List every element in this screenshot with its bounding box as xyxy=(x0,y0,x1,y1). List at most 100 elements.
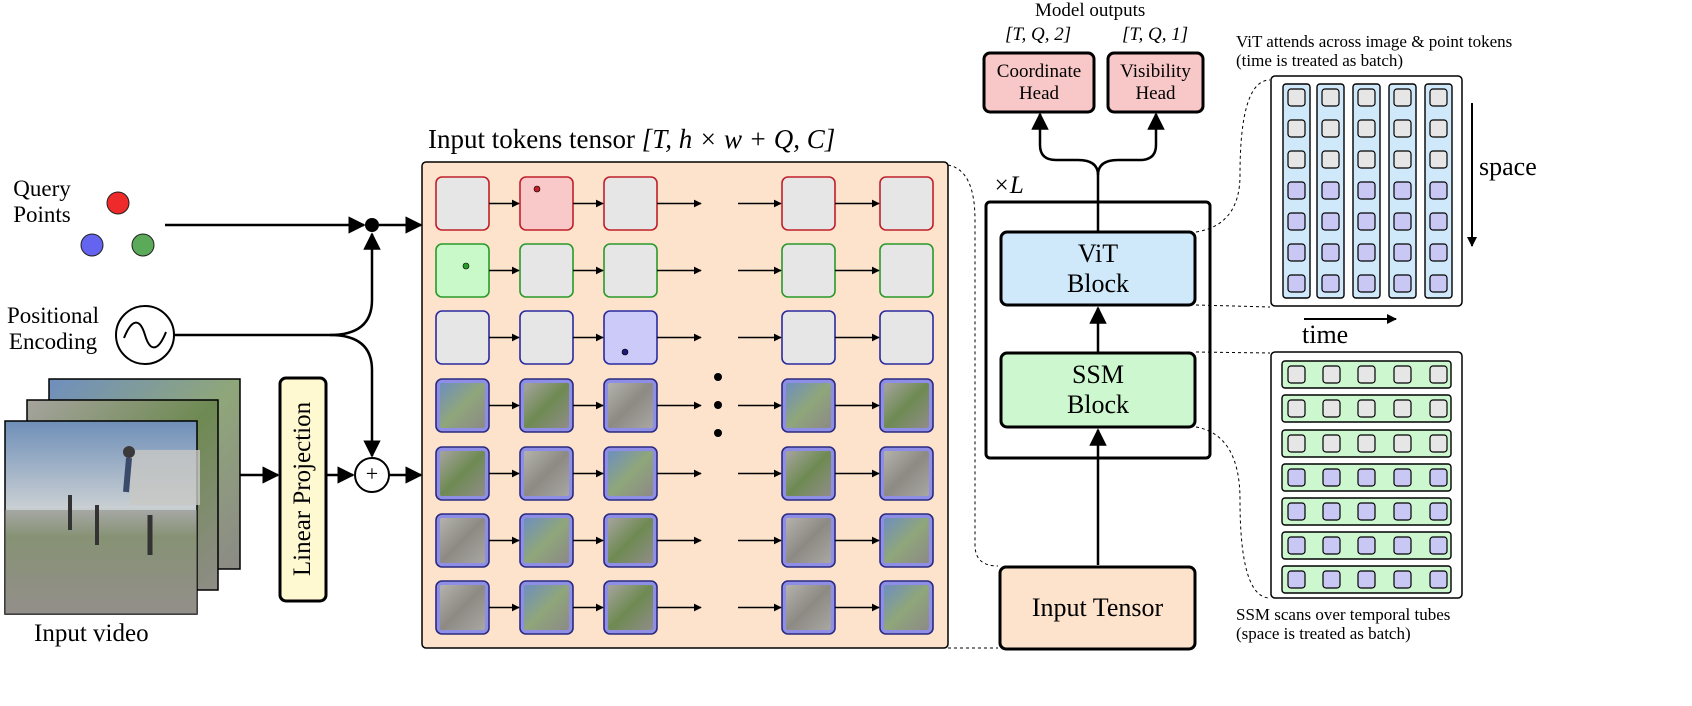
stack-connectors xyxy=(1031,112,1165,565)
vit-token xyxy=(1287,119,1306,138)
ssm-token xyxy=(1357,536,1376,555)
image-patch xyxy=(440,383,485,428)
tokens-tensor-title-text: Input tokens tensor xyxy=(428,124,635,154)
point-token xyxy=(781,310,836,365)
ssm-token xyxy=(1393,468,1412,487)
sum-node-symbol: + xyxy=(365,461,379,486)
ssm-token-rows xyxy=(1281,360,1452,594)
point-token xyxy=(879,310,934,365)
vit-token xyxy=(1429,119,1448,138)
ssm-token xyxy=(1393,434,1412,453)
point-token xyxy=(781,176,836,231)
vit-token xyxy=(1287,181,1306,200)
ssm-token xyxy=(1322,434,1341,453)
positional-encoding-icon xyxy=(115,305,175,365)
input-video-frames xyxy=(4,378,241,615)
visibility-shape-label: [T, Q, 1] xyxy=(1122,24,1189,45)
query-point-green xyxy=(131,233,155,257)
vit-token xyxy=(1287,212,1306,231)
vit-token xyxy=(1393,150,1412,169)
vit-token xyxy=(1287,243,1306,262)
vit-token xyxy=(1393,119,1412,138)
ssm-block-line1: SSM xyxy=(1071,360,1125,390)
linear-projection-box xyxy=(278,376,328,603)
positional-encoding-line2: Encoding xyxy=(8,328,98,354)
image-patch xyxy=(884,585,929,630)
query-points-label: Query Points xyxy=(8,176,76,228)
vit-token xyxy=(1429,243,1448,262)
point-token xyxy=(603,243,658,298)
vit-caption: ViT attends across image & point tokens … xyxy=(1236,32,1512,70)
visibility-head-label: Visibility Head xyxy=(1108,53,1203,112)
ssm-token xyxy=(1287,399,1306,418)
vit-token xyxy=(1393,274,1412,293)
vit-token-columns xyxy=(1282,83,1453,299)
ssm-block-label: SSM Block xyxy=(1001,353,1195,427)
ssm-token xyxy=(1287,468,1306,487)
image-patch xyxy=(786,518,831,563)
dashed-link-ssm-bottom xyxy=(1195,426,1271,599)
ssm-token xyxy=(1322,399,1341,418)
vit-token xyxy=(1321,274,1340,293)
ssm-caption: SSM scans over temporal tubes (space is … xyxy=(1236,605,1450,643)
ssm-token xyxy=(1429,536,1448,555)
query-dot xyxy=(462,262,470,270)
vit-token xyxy=(1357,212,1376,231)
ssm-token xyxy=(1393,399,1412,418)
image-patch xyxy=(440,451,485,496)
ssm-token xyxy=(1429,434,1448,453)
vit-token xyxy=(1393,212,1412,231)
ssm-caption-line1: SSM scans over temporal tubes xyxy=(1236,605,1451,624)
ssm-token xyxy=(1287,502,1306,521)
point-token xyxy=(519,176,574,231)
image-patch xyxy=(440,585,485,630)
dashed-link-vit-top xyxy=(1195,79,1271,233)
model-outputs-title: Model outputs xyxy=(1035,0,1146,21)
image-patch xyxy=(884,518,929,563)
query-points-line2: Points xyxy=(13,201,71,227)
query-point-blue xyxy=(80,233,104,257)
input-tensor-box xyxy=(998,565,1197,651)
point-token xyxy=(879,243,934,298)
image-patch xyxy=(884,451,929,496)
token-grid xyxy=(435,176,934,635)
vit-block-line2: Block xyxy=(1066,268,1130,298)
visibility-head-line1: Visibility xyxy=(1120,60,1191,82)
ssm-token xyxy=(1393,502,1412,521)
positional-encoding-line1: Positional xyxy=(6,303,99,328)
vit-caption-line2: (time is treated as batch) xyxy=(1236,51,1404,71)
ellipsis-dot xyxy=(714,429,722,437)
point-token xyxy=(603,176,658,231)
vit-token xyxy=(1321,212,1340,231)
vit-token xyxy=(1429,150,1448,169)
left-connectors xyxy=(165,216,423,484)
input-tensor-label: Input Tensor xyxy=(1031,593,1164,623)
image-patch xyxy=(608,518,653,563)
coordinate-head-label: Coordinate Head xyxy=(984,53,1094,112)
runner-figure xyxy=(123,446,135,458)
vit-token xyxy=(1287,150,1306,169)
ssm-token xyxy=(1429,502,1448,521)
image-patch xyxy=(524,451,569,496)
vit-token xyxy=(1429,88,1448,107)
vit-token xyxy=(1357,243,1376,262)
image-patch xyxy=(608,585,653,630)
ssm-token xyxy=(1287,434,1306,453)
point-token xyxy=(879,176,934,231)
vit-token xyxy=(1357,181,1376,200)
dashed-link-tensor-top xyxy=(947,164,999,567)
vit-token xyxy=(1287,88,1306,107)
vit-token xyxy=(1357,274,1376,293)
vit-token xyxy=(1287,274,1306,293)
dashed-link-vit-bottom xyxy=(1195,304,1271,308)
vit-token xyxy=(1321,119,1340,138)
ssm-token xyxy=(1322,365,1341,384)
vit-token xyxy=(1357,119,1376,138)
junction-dot xyxy=(365,218,379,232)
tokens-tensor-title-math: [T, h × w + Q, C] xyxy=(641,124,836,154)
ssm-token xyxy=(1322,468,1341,487)
vit-token xyxy=(1393,88,1412,107)
query-points-line1: Query xyxy=(13,176,71,201)
tokens-tensor-title: Input tokens tensor [T, h × w + Q, C] xyxy=(428,124,835,154)
